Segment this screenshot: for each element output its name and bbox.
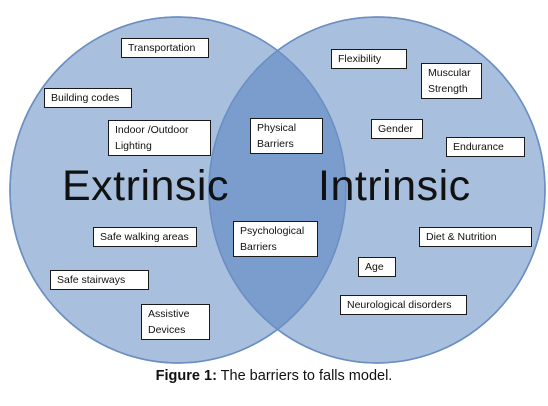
extrinsic-label: Extrinsic	[62, 162, 229, 210]
caption-text: The barriers to falls model.	[216, 368, 393, 384]
extrinsic-item-safe-stairways: Safe stairways	[50, 270, 149, 290]
extrinsic-item-building-codes: Building codes	[44, 88, 132, 108]
intrinsic-item-neurological-disorders: Neurological disorders	[340, 295, 467, 315]
overlap-region	[209, 17, 346, 363]
caption-label: Figure 1:	[155, 368, 217, 384]
intrinsic-item-age: Age	[358, 257, 396, 277]
shared-item-psychological-barriers: Psychological Barriers	[233, 221, 318, 257]
intrinsic-item-gender: Gender	[371, 119, 423, 139]
intrinsic-item-flexibility: Flexibility	[331, 49, 407, 69]
intrinsic-item-muscular-strength: Muscular Strength	[421, 63, 482, 99]
intrinsic-label: Intrinsic	[318, 162, 471, 210]
extrinsic-item-assistive-devices: Assistive Devices	[141, 304, 210, 340]
extrinsic-item-lighting: Indoor /Outdoor Lighting	[108, 120, 211, 156]
intrinsic-item-endurance: Endurance	[446, 137, 525, 157]
intrinsic-item-diet-nutrition: Diet & Nutrition	[419, 227, 532, 247]
extrinsic-item-transportation: Transportation	[121, 38, 209, 58]
figure-caption: Figure 1: The barriers to falls model.	[0, 368, 548, 384]
extrinsic-item-safe-walking-areas: Safe walking areas	[93, 227, 197, 247]
shared-item-physical-barriers: Physical Barriers	[250, 118, 323, 154]
